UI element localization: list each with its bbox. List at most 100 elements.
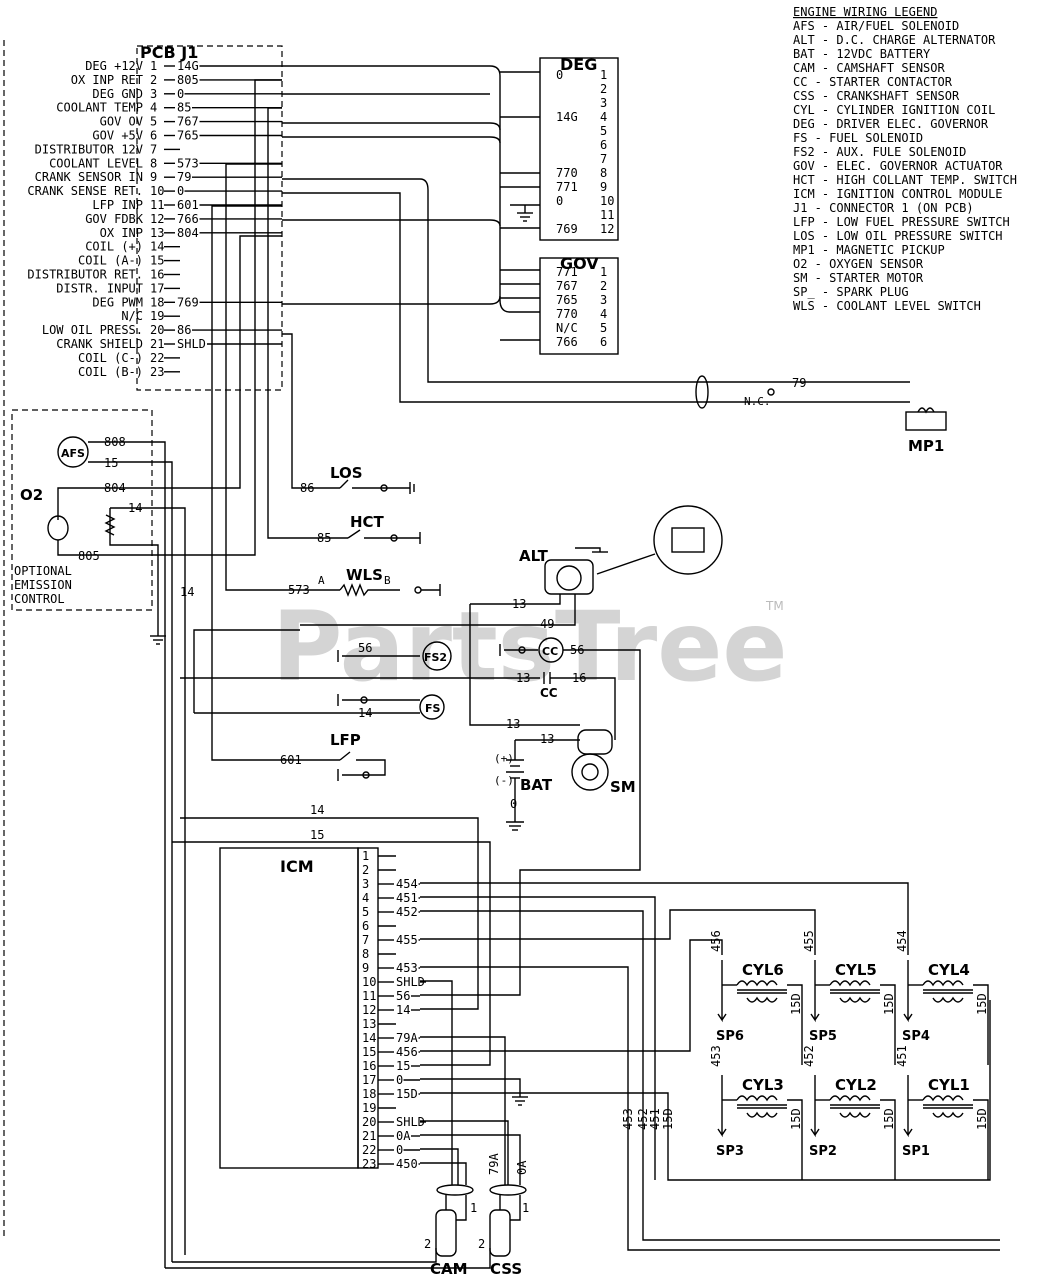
icm-pin-wire: 14: [396, 1003, 410, 1017]
wire-13-sm: 13: [506, 717, 520, 731]
icm-pin-number: 18: [362, 1087, 376, 1101]
icm-pin-number: 12: [362, 1003, 376, 1017]
starter-contactor: CC 56 13 16 CC: [180, 637, 641, 996]
icm-pin-number: 8: [362, 947, 369, 961]
afs-symbol: [57, 436, 89, 468]
coil-wire: 451: [895, 1045, 909, 1067]
icm-pin-number: 6: [362, 919, 369, 933]
pcb-pin-wire: 805: [177, 73, 199, 87]
legend-item: LOS - LOW OIL PRESSURE SWITCH: [793, 229, 1003, 243]
wire-49: 49: [540, 617, 554, 631]
wire-804: 804: [104, 481, 126, 495]
pcb-pin-wire: 766: [177, 212, 199, 226]
pcb-pin-number: 23: [150, 365, 164, 379]
gov-pin-wire: 771: [556, 265, 578, 279]
deg-pin-number: 1: [600, 68, 607, 82]
pcb-pin-wire: 601: [177, 198, 199, 212]
icm-pin-wire: 455: [396, 933, 418, 947]
pcb-pin-label: OX INP RET: [71, 73, 143, 87]
gov-pin-wire: N/C: [556, 321, 578, 335]
pcb-pin-number: 1: [150, 59, 157, 73]
icm-pin-wire: SHLD: [396, 1115, 425, 1129]
plug-label: SP2: [809, 1144, 837, 1159]
coil-label: CYL4: [928, 961, 970, 979]
legend-item: BAT - 12VDC BATTERY: [793, 47, 931, 61]
gov-pin-number: 2: [600, 279, 607, 293]
icm-pin-wire: SHLD: [396, 975, 425, 989]
pcb-pin-label: COIL (C-): [78, 351, 143, 365]
pcb-pin-label: DISTRIBUTOR RET.: [27, 268, 143, 282]
icm-pin-wire: 15: [396, 1059, 410, 1073]
css-pin-2: 2: [478, 1237, 485, 1251]
wire-79a: 79A: [487, 1153, 501, 1175]
pcb-pin-label: LFP INP: [92, 198, 143, 212]
icm-pin-number: 9: [362, 961, 369, 975]
pcb-pin-number: 16: [150, 268, 164, 282]
pcb-pin-number: 19: [150, 309, 164, 323]
deg-pin-number: 9: [600, 180, 607, 194]
gov-pin-number: 3: [600, 293, 607, 307]
alt-symbol: [544, 559, 594, 595]
wire-13-cc: 13: [516, 671, 530, 685]
css-pin-1: 1: [522, 1201, 529, 1215]
deg-pin-wire: 0: [556, 68, 563, 82]
icm-pin-wire: 0A: [396, 1129, 411, 1143]
wire-56-cc: 56: [570, 643, 584, 657]
sm-solenoid: [577, 729, 613, 755]
pcb-pin-wire: 804: [177, 226, 199, 240]
icm-pin-number: 20: [362, 1115, 376, 1129]
wire-14-icm: 14: [310, 803, 324, 817]
bat-label: BAT: [520, 776, 553, 794]
deg-pin-number: 11: [600, 208, 614, 222]
icm-pin-number: 15: [362, 1045, 376, 1059]
pcb-pin-label: N/C: [121, 309, 143, 323]
pcb-pin-number: 9: [150, 170, 157, 184]
wire-808: 808: [104, 435, 126, 449]
deg-pin-number: 10: [600, 194, 614, 208]
wire-0a: 0A: [515, 1160, 529, 1175]
icm-pin-wire: 0: [396, 1143, 403, 1157]
coil-wire: 454: [895, 930, 909, 952]
pcb-pin-label: DISTRIBUTOR 12V: [35, 142, 143, 156]
coil-common-wire: 15D: [882, 1108, 896, 1130]
coil-label: CYL1: [928, 1076, 970, 1094]
icm-pin-number: 17: [362, 1073, 376, 1087]
gov-pin-number: 4: [600, 307, 607, 321]
vertical-wire-label: 15D: [661, 1108, 675, 1130]
wire-14-vertical: 14: [180, 585, 194, 599]
wire-13-bat: 13: [540, 732, 554, 746]
wire-15-icm: 15: [310, 828, 324, 842]
icm-pin-number: 13: [362, 1017, 376, 1031]
pcb-pin-wire: SHLD: [177, 337, 206, 351]
plug-label: SP5: [809, 1029, 837, 1044]
icm-pin-number: 22: [362, 1143, 376, 1157]
pcb-pin-wire: 85: [177, 101, 191, 115]
pcb-pin-number: 11: [150, 198, 164, 212]
deg-pin-number: 7: [600, 152, 607, 166]
legend-item: J1 - CONNECTOR 1 (ON PCB): [793, 201, 974, 215]
pcb-pin-wire: 79: [177, 170, 191, 184]
pcb-pin-label: DEG GND: [92, 87, 143, 101]
wire-14-o2: 14: [128, 501, 142, 515]
mp1-sensor: [905, 411, 947, 431]
bat-plus: (+): [494, 752, 514, 765]
pcb-pin-number: 7: [150, 142, 157, 156]
pcb-pin-number: 18: [150, 295, 164, 309]
legend-item: CAM - CAMSHAFT SENSOR: [793, 61, 945, 75]
deg-pin-wire: 769: [556, 222, 578, 236]
deg-pin-number: 5: [600, 124, 607, 138]
vertical-wire-label: 451: [648, 1108, 662, 1130]
icm-pin-number: 5: [362, 905, 369, 919]
watermark: PartsTree: [272, 591, 787, 703]
legend-item: WLS - COOLANT LEVEL SWITCH: [793, 299, 981, 313]
pcb-pin-label: DEG +12V: [85, 59, 143, 73]
deg-pin-number: 12: [600, 222, 614, 236]
coil-common-wire: 15D: [789, 993, 803, 1015]
pcb-pin-wire: 769: [177, 295, 199, 309]
bat-minus: (-): [494, 774, 514, 787]
pcb-j1-outline: [136, 45, 283, 391]
